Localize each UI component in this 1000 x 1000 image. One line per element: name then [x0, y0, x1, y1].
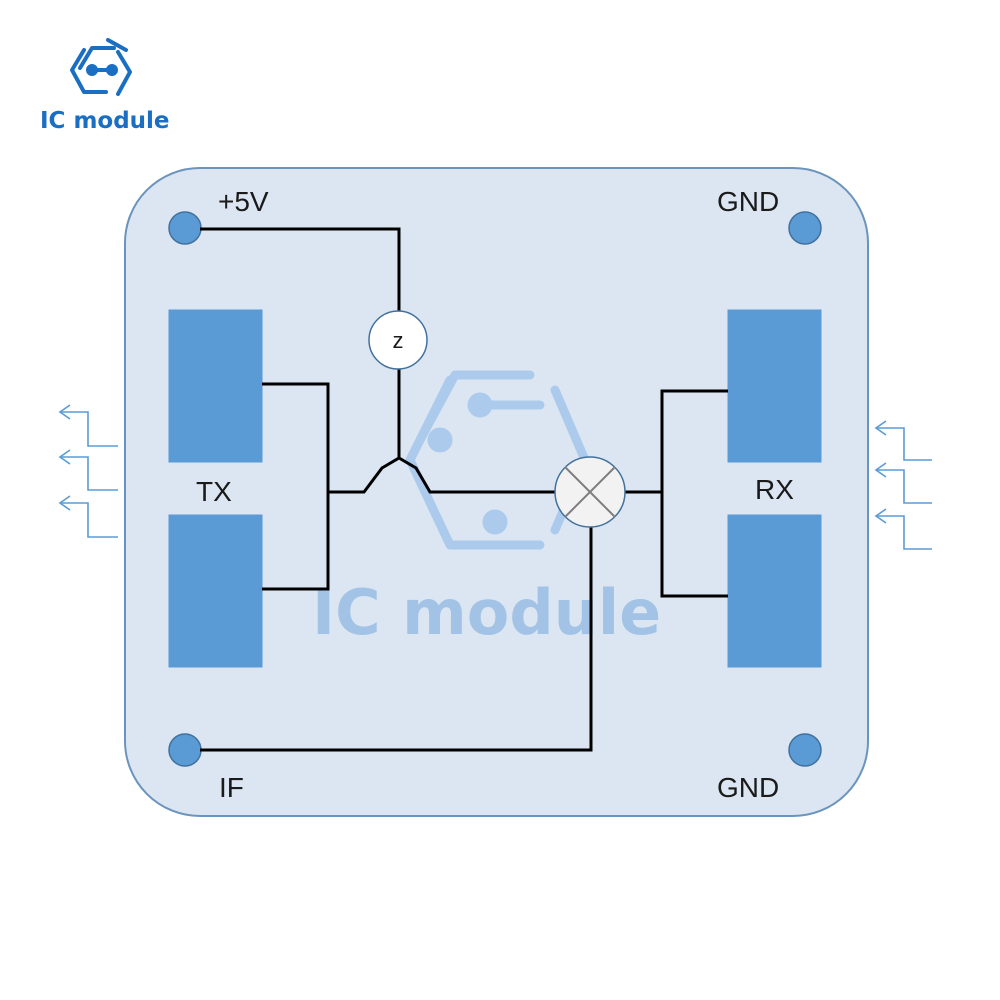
tx-signal-arrow-icon — [58, 404, 118, 447]
tx-antenna-lower — [168, 514, 263, 668]
tx-signal-arrow-icon — [58, 495, 118, 538]
tx-label: TX — [196, 476, 232, 507]
pin-label-if: IF — [219, 772, 244, 803]
tx-signal-arrow-icon — [58, 449, 118, 491]
tx-signal-arrows — [58, 404, 118, 538]
rx-signal-arrow-icon — [874, 462, 932, 504]
wire-tx-combiner — [262, 382, 330, 591]
wire-if — [200, 527, 593, 752]
pad-gnd-bottom — [788, 733, 822, 767]
wiring — [200, 227, 728, 752]
pin-label-vcc: +5V — [218, 186, 269, 217]
rx-signal-arrow-icon — [874, 420, 932, 461]
pad-if — [168, 733, 202, 767]
impedance-element: z — [368, 310, 428, 370]
mixer-icon — [554, 456, 626, 528]
pad-gnd-top — [788, 211, 822, 245]
rx-antenna-lower — [727, 514, 822, 668]
tx-antenna-upper — [168, 309, 263, 463]
rx-label: RX — [755, 474, 794, 505]
logo: IC module — [40, 38, 170, 134]
watermark-text: IC module — [312, 576, 661, 649]
rx-antenna-upper — [727, 309, 822, 463]
impedance-label: z — [393, 328, 404, 353]
rx-signal-arrows — [874, 420, 932, 550]
logo-text: IC module — [40, 108, 170, 134]
wire-vcc — [200, 227, 401, 313]
pin-label-gnd-bottom: GND — [717, 772, 779, 803]
wire-tx-feed — [328, 456, 555, 494]
pin-label-gnd-top: GND — [717, 186, 779, 217]
pad-vcc — [168, 211, 202, 245]
rx-signal-arrow-icon — [874, 508, 932, 550]
hexagon-circuit-icon — [70, 38, 132, 96]
